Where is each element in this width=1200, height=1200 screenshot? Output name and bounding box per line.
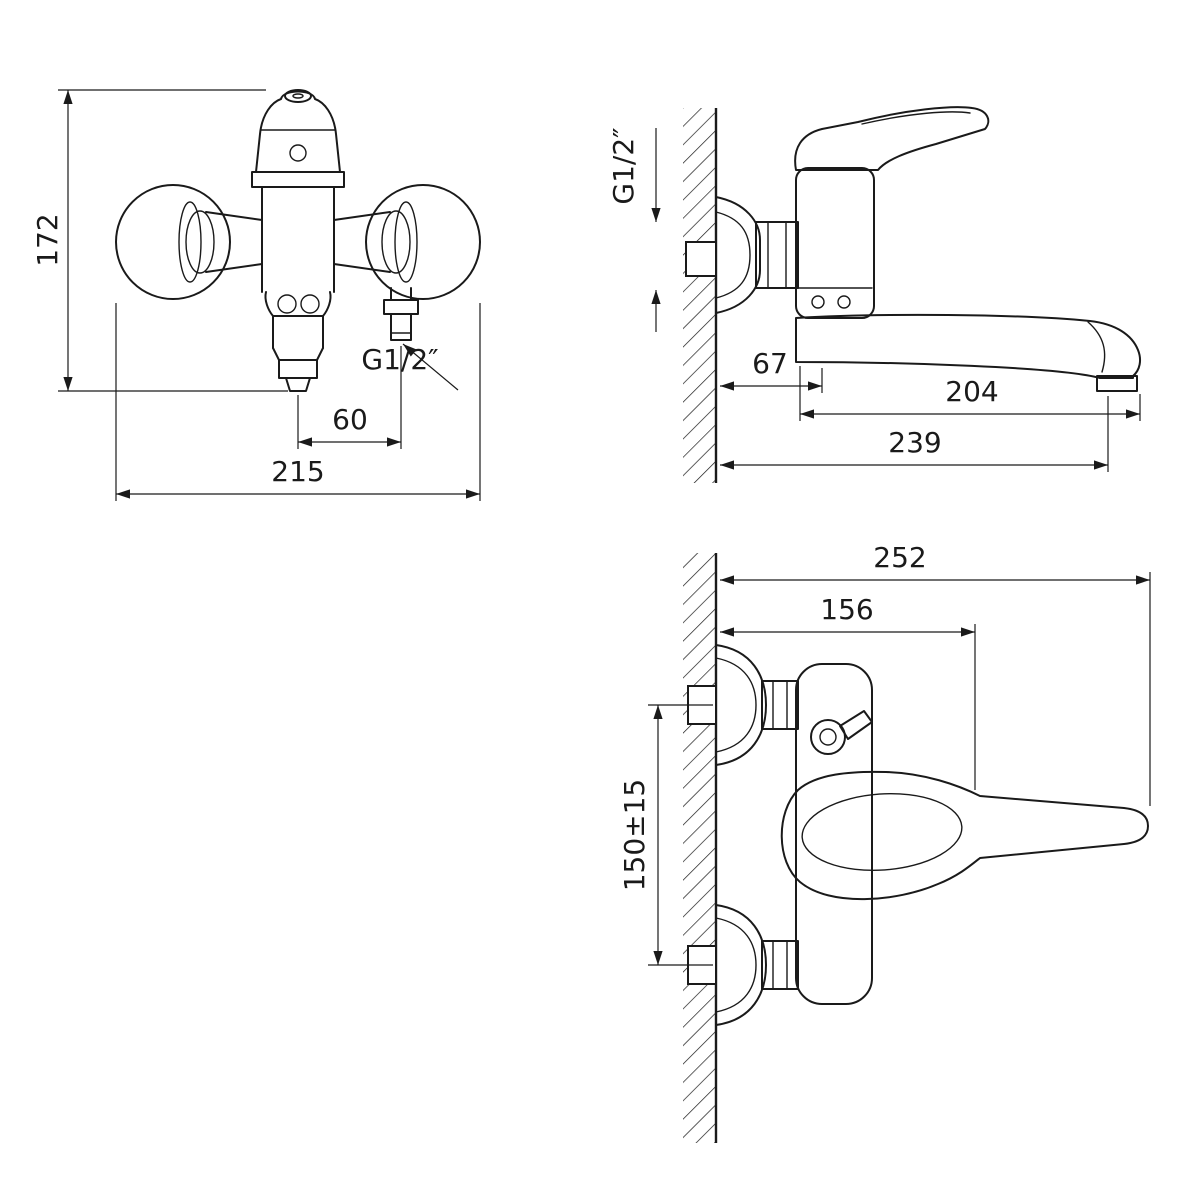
front-handle-knob-dot bbox=[292, 93, 304, 99]
front-diverter-hole-left bbox=[277, 294, 297, 314]
front-handle-lever bbox=[255, 90, 341, 173]
front-diverter-taper bbox=[272, 347, 324, 361]
top-diverter-knob-inner bbox=[819, 728, 837, 746]
front-thread-leader bbox=[402, 343, 459, 391]
top-diverter-knob bbox=[810, 719, 846, 755]
front-right-cone-outer bbox=[394, 201, 418, 283]
top-dimensions: 252 156 150±15 bbox=[618, 541, 1151, 966]
dim-252-text: 252 bbox=[873, 541, 926, 574]
front-aerator-tip bbox=[285, 377, 311, 392]
top-handle bbox=[780, 770, 1149, 901]
dim-67-text: 67 bbox=[752, 347, 788, 380]
front-handle-base bbox=[251, 171, 345, 188]
front-left-cone-outer bbox=[178, 201, 202, 283]
dim-204-text: 204 bbox=[945, 375, 998, 408]
top-upper-escutcheon bbox=[715, 644, 767, 766]
front-aerator-cup bbox=[278, 359, 318, 379]
front-diverter-cylinder bbox=[272, 315, 324, 349]
top-view bbox=[683, 553, 1149, 1143]
side-handle-ridge bbox=[861, 111, 971, 125]
front-hose-outlet-tube bbox=[390, 287, 412, 341]
front-screw-cover bbox=[289, 144, 307, 162]
side-view bbox=[683, 106, 1142, 483]
side-escutcheon bbox=[715, 196, 761, 314]
dim-172-text: 172 bbox=[31, 213, 64, 266]
side-screw-left bbox=[811, 295, 825, 309]
side-spout-bend-line bbox=[1087, 321, 1106, 373]
front-diverter-hole-right bbox=[300, 294, 320, 314]
front-handle-knob-icon bbox=[284, 89, 312, 103]
side-handle-lever bbox=[794, 106, 990, 171]
top-lower-escutcheon-inner bbox=[715, 917, 757, 1013]
side-dimensions: G1/2″ 67 204 239 bbox=[607, 127, 1141, 472]
side-supply-stub bbox=[685, 241, 717, 277]
top-handle-inner-oval bbox=[801, 792, 963, 872]
front-right-escutcheon bbox=[365, 184, 481, 300]
top-lower-escutcheon bbox=[715, 904, 767, 1026]
front-hose-outlet-nut bbox=[383, 299, 419, 315]
side-spout bbox=[795, 313, 1142, 379]
top-upper-escutcheon-inner bbox=[715, 657, 757, 753]
front-left-cone-inner bbox=[185, 210, 215, 274]
top-body bbox=[795, 663, 873, 1005]
dim-215-text: 215 bbox=[271, 455, 324, 488]
front-diverter-bulge bbox=[264, 291, 332, 317]
dim-60-text: 60 bbox=[332, 403, 368, 436]
top-wall-hatch bbox=[683, 553, 716, 1143]
dim-239-text: 239 bbox=[888, 426, 941, 459]
top-diverter-lever bbox=[839, 710, 873, 740]
side-wall-hatch bbox=[683, 108, 716, 483]
front-thread-text: G1/2″ bbox=[361, 343, 438, 376]
side-body bbox=[795, 167, 875, 319]
top-lower-nut bbox=[761, 940, 799, 990]
front-left-escutcheon bbox=[115, 184, 231, 300]
front-body bbox=[261, 186, 335, 293]
side-thread-text: G1/2″ bbox=[607, 127, 640, 204]
side-screw-right bbox=[837, 295, 851, 309]
front-dimensions: 172 G1/2″ 60 215 bbox=[31, 89, 481, 501]
side-connector-nut bbox=[755, 221, 799, 289]
top-upper-nut bbox=[761, 680, 799, 730]
front-right-arm bbox=[333, 211, 391, 273]
dim-156-text: 156 bbox=[820, 593, 873, 626]
dim-150-text: 150±15 bbox=[618, 779, 651, 892]
side-escutcheon-inner bbox=[715, 211, 751, 299]
side-aerator bbox=[1096, 375, 1138, 392]
front-left-arm bbox=[205, 211, 263, 273]
front-view bbox=[115, 89, 481, 392]
front-right-cone-inner bbox=[381, 210, 411, 274]
